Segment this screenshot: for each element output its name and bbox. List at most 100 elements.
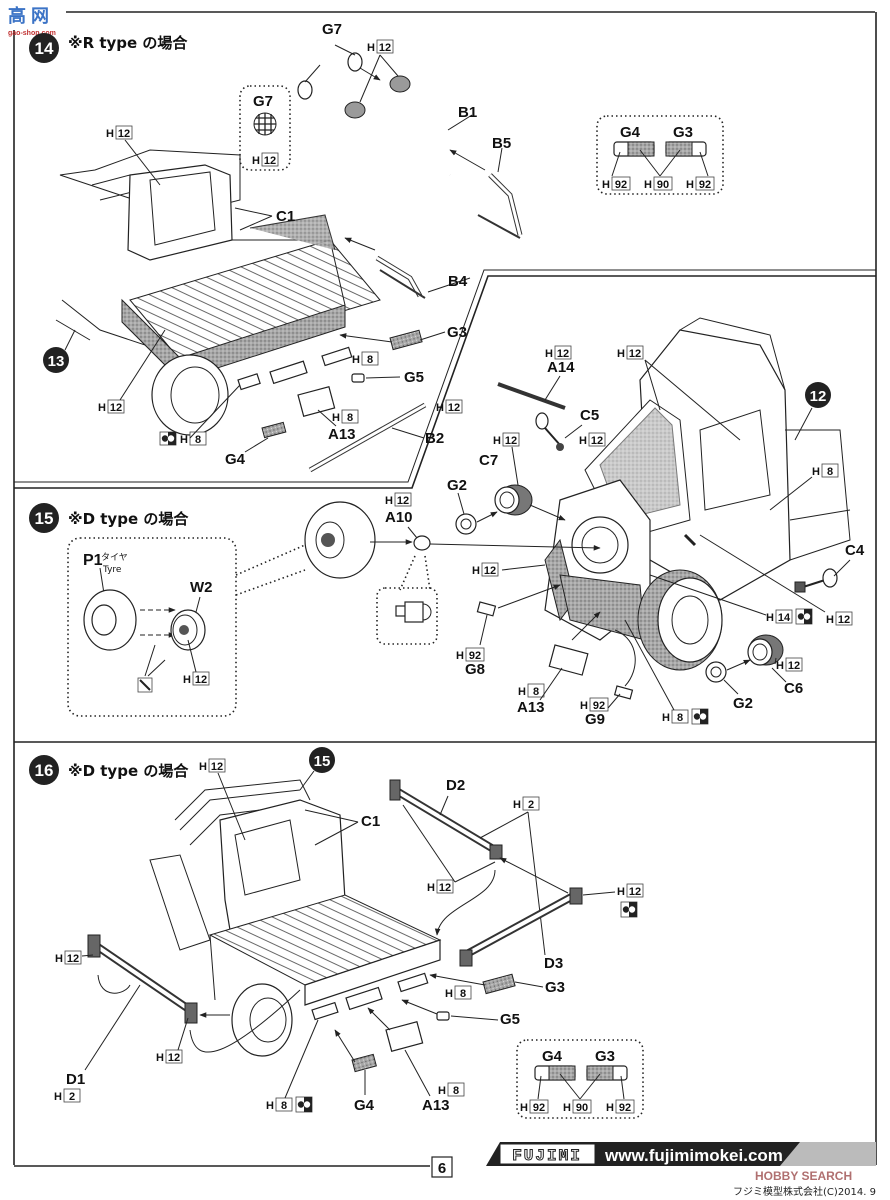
svg-text:H: H xyxy=(332,412,340,424)
paint-code-g7: H 12 xyxy=(367,39,394,54)
svg-text:H: H xyxy=(436,402,444,414)
svg-text:P1: P1 xyxy=(83,552,103,569)
svg-text:8: 8 xyxy=(347,412,353,424)
svg-text:2: 2 xyxy=(69,1091,75,1103)
svg-text:H: H xyxy=(199,761,207,773)
svg-text:H: H xyxy=(427,882,435,894)
svg-text:12: 12 xyxy=(439,882,451,894)
svg-text:13: 13 xyxy=(48,353,65,370)
svg-text:A14: A14 xyxy=(547,359,575,376)
svg-text:G2: G2 xyxy=(733,695,753,712)
svg-text:8: 8 xyxy=(453,1085,459,1097)
svg-text:12: 12 xyxy=(110,402,122,414)
svg-text:G3: G3 xyxy=(595,1048,615,1065)
g7-lens-inset: G7 H 12 xyxy=(239,85,291,171)
cab-parts-labels: 12 H 12 H 12 A14 C5 H 12 H 12 xyxy=(447,345,865,728)
svg-text:8: 8 xyxy=(195,434,201,446)
svg-text:H: H xyxy=(55,953,63,965)
watermark-hobby-search: HOBBY SEARCH xyxy=(755,1169,852,1183)
svg-text:8: 8 xyxy=(281,1100,287,1112)
svg-text:H: H xyxy=(180,434,188,446)
svg-text:H: H xyxy=(580,700,588,712)
svg-text:H: H xyxy=(662,712,670,724)
svg-text:8: 8 xyxy=(460,988,466,1000)
step-title: ※R type の場合 xyxy=(68,34,188,52)
svg-text:G4: G4 xyxy=(542,1048,563,1065)
svg-text:D2: D2 xyxy=(446,777,465,794)
svg-text:H: H xyxy=(812,466,820,478)
svg-text:12: 12 xyxy=(264,155,276,167)
svg-text:D1: D1 xyxy=(66,1071,85,1088)
svg-text:12: 12 xyxy=(788,660,800,672)
svg-text:G3: G3 xyxy=(447,324,467,341)
svg-text:H: H xyxy=(563,1102,571,1114)
paint-code-bed: H 12 xyxy=(98,399,125,414)
svg-text:H: H xyxy=(367,42,375,54)
step-16-labels: H 12 15 C1 D2 H 2 H 12 xyxy=(54,747,644,1114)
svg-text:15: 15 xyxy=(314,753,331,770)
svg-text:G4: G4 xyxy=(225,451,246,468)
step-12-reference: 12 xyxy=(805,382,831,408)
svg-text:12: 12 xyxy=(379,42,391,54)
svg-text:H: H xyxy=(579,435,587,447)
copyright: フジミ模型株式会社(C)2014. 9 xyxy=(733,1185,876,1198)
step-number-badge xyxy=(29,755,59,785)
svg-text:H: H xyxy=(493,435,501,447)
paint-code-a13: H 8 xyxy=(332,409,359,424)
lens-paint-inset-step14: G4 G3 H 92 H 90 H 92 xyxy=(596,115,724,195)
step-13-reference: 13 xyxy=(43,347,69,373)
svg-text:12: 12 xyxy=(397,495,409,507)
paint-code-cab-window: H 12 xyxy=(106,125,133,140)
page-number-box xyxy=(431,1156,453,1178)
svg-text:C1: C1 xyxy=(361,813,380,830)
svg-text:H: H xyxy=(156,1052,164,1064)
svg-text:92: 92 xyxy=(615,179,627,191)
svg-text:H: H xyxy=(456,650,464,662)
svg-text:B4: B4 xyxy=(448,273,468,290)
svg-text:C6: C6 xyxy=(784,680,803,697)
svg-text:H: H xyxy=(644,179,652,191)
svg-text:H: H xyxy=(352,354,360,366)
svg-text:G3: G3 xyxy=(673,124,693,141)
step-15-header: 15 ※D type の場合 xyxy=(29,503,189,533)
svg-text:12: 12 xyxy=(838,614,850,626)
svg-text:Tyre: Tyre xyxy=(102,565,122,575)
svg-text:G9: G9 xyxy=(585,711,605,728)
svg-text:H: H xyxy=(617,348,625,360)
svg-text:G7: G7 xyxy=(322,21,342,38)
paint-code-g4-with-semigloss: H 8 xyxy=(159,431,207,446)
svg-text:G7: G7 xyxy=(253,93,273,110)
svg-text:2: 2 xyxy=(528,799,534,811)
svg-text:H: H xyxy=(54,1091,62,1103)
svg-text:92: 92 xyxy=(619,1102,631,1114)
svg-text:H: H xyxy=(98,402,106,414)
svg-text:15: 15 xyxy=(35,509,54,528)
svg-text:タイヤ: タイヤ xyxy=(101,552,128,563)
cab-front-illustration xyxy=(544,317,851,671)
svg-text:92: 92 xyxy=(699,179,711,191)
svg-text:14: 14 xyxy=(35,39,54,58)
svg-text:G5: G5 xyxy=(500,1011,520,1028)
svg-text:92: 92 xyxy=(533,1102,545,1114)
glue-icon xyxy=(137,677,153,693)
watermark-logo: 高 网 gao-shop.com xyxy=(6,4,66,37)
truck-dtype-illustration xyxy=(149,779,442,1057)
svg-text:12: 12 xyxy=(168,1052,180,1064)
svg-text:12: 12 xyxy=(195,674,207,686)
svg-text:B1: B1 xyxy=(458,104,477,121)
svg-text:12: 12 xyxy=(591,435,603,447)
svg-text:12: 12 xyxy=(67,953,79,965)
svg-text:C5: C5 xyxy=(580,407,599,424)
svg-text:H: H xyxy=(385,495,393,507)
svg-text:14: 14 xyxy=(778,612,791,624)
svg-text:B2: B2 xyxy=(425,430,444,447)
svg-text:H: H xyxy=(472,565,480,577)
svg-text:90: 90 xyxy=(576,1102,588,1114)
step-14-header: 14 ※R type の場合 xyxy=(29,33,188,63)
svg-text:8: 8 xyxy=(827,466,833,478)
svg-text:H: H xyxy=(686,179,694,191)
svg-text:8: 8 xyxy=(677,712,683,724)
svg-text:12: 12 xyxy=(557,348,569,360)
step-15-reference: 15 xyxy=(309,747,335,773)
svg-text:H: H xyxy=(520,1102,528,1114)
